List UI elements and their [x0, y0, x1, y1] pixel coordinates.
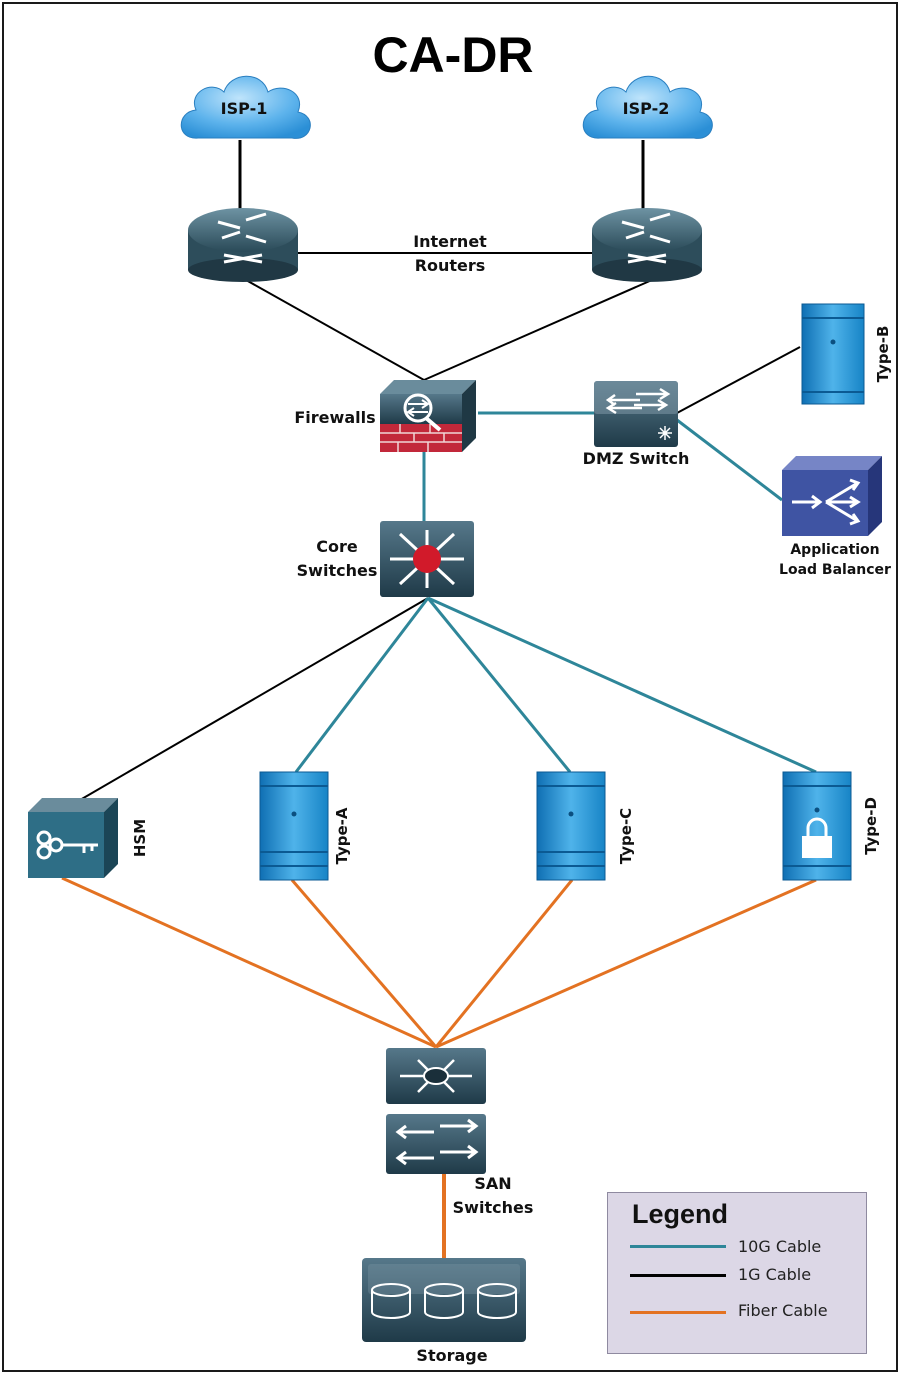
cloud-icon [582, 75, 713, 139]
alb-label-line1: Application [790, 542, 880, 558]
hsm-label: HSM [131, 818, 149, 858]
routers-label-line1: Internet [413, 232, 487, 251]
cable-typea-san [290, 879, 438, 1048]
type-c-label: Type-C [617, 807, 635, 865]
legend-10g-label: 10G Cable [738, 1237, 822, 1256]
core-label-line2: Switches [296, 561, 378, 580]
cable-dmz-typeb [676, 346, 801, 414]
core-label-line1: Core [316, 537, 358, 556]
load-balancer-icon [782, 456, 882, 536]
cable-typed-san [435, 878, 817, 1049]
switch-icon [594, 381, 678, 447]
routers-label-line2: Routers [414, 256, 486, 275]
legend-fiber-label: Fiber Cable [738, 1301, 828, 1320]
hsm-icon [28, 798, 118, 878]
server-icon [536, 771, 606, 881]
cable-router1-firewall [245, 279, 425, 381]
legend-title: Legend [632, 1199, 729, 1229]
server-icon [259, 771, 329, 881]
legend: Legend 10G Cable 1G Cable Fiber Cable [607, 1192, 867, 1354]
cable-core-hsm [79, 597, 429, 801]
cable-router2-firewall [423, 279, 653, 381]
server-icon [801, 303, 865, 405]
legend-1g-label: 1G Cable [738, 1265, 812, 1284]
storage-label: Storage [416, 1346, 488, 1365]
san-director-icon [386, 1048, 486, 1104]
firewalls-label: Firewalls [294, 408, 376, 427]
cable-hsm-san [61, 876, 437, 1049]
router-icon [592, 208, 702, 282]
cable-core-typed [427, 596, 817, 774]
alb-label-line2: Load Balancer [779, 562, 891, 578]
legend-10g-swatch [630, 1245, 726, 1248]
core-switch-icon [380, 521, 474, 597]
san-label-line1: SAN [474, 1174, 512, 1193]
type-a-label: Type-A [333, 807, 351, 865]
storage-icon [362, 1258, 526, 1342]
type-b-label: Type-B [874, 325, 892, 383]
dmz-switch-label: DMZ Switch [582, 449, 690, 468]
san-switch-icon [386, 1114, 486, 1174]
legend-fiber-swatch [630, 1311, 726, 1314]
san-label-line2: Switches [452, 1198, 534, 1217]
type-d-label: Type-D [862, 797, 880, 855]
cloud-icon [180, 75, 311, 139]
isp1-label: ISP-1 [220, 99, 268, 118]
diagram-title: CA-DR [372, 27, 534, 83]
firewall-icon [380, 380, 476, 452]
cable-core-typea [294, 597, 430, 773]
secure-server-icon [782, 771, 852, 881]
legend-1g-swatch [630, 1274, 726, 1277]
cable-dmz-alb [676, 418, 783, 502]
router-icon [188, 208, 298, 282]
isp2-label: ISP-2 [622, 99, 670, 118]
connections [61, 140, 817, 1258]
cable-typec-san [434, 879, 574, 1048]
cable-core-typec [426, 597, 572, 773]
